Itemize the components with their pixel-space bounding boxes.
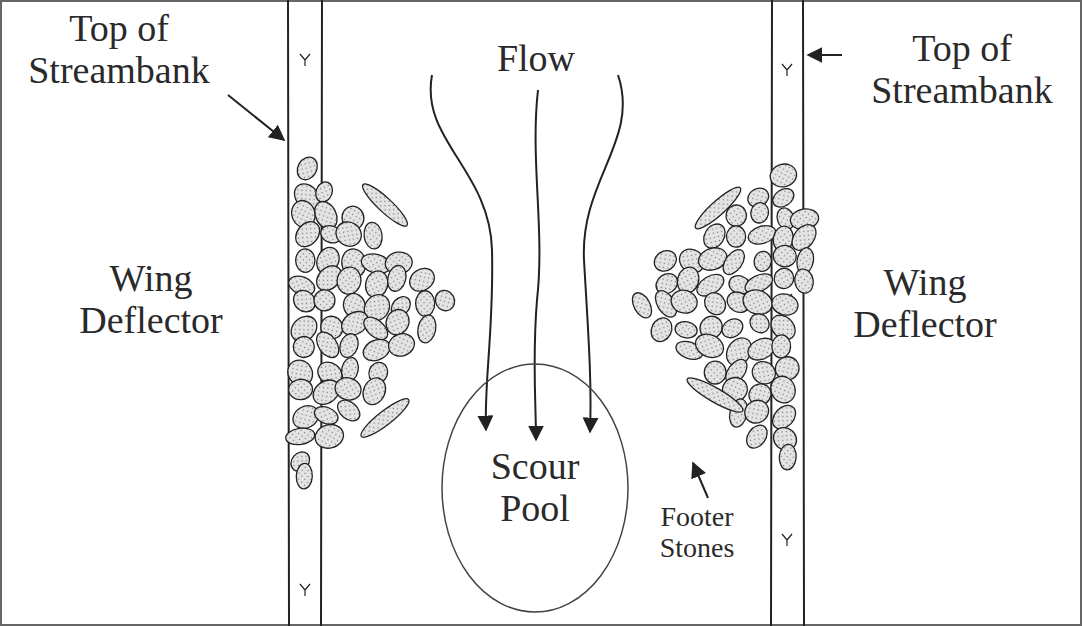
- grass-mark: [300, 584, 310, 596]
- grass-mark: [300, 54, 310, 66]
- stone: [313, 179, 335, 204]
- stone: [647, 314, 676, 345]
- stone: [360, 335, 394, 365]
- scour-pool-ellipse: [442, 364, 628, 612]
- deflector-label: Wing Deflector: [853, 261, 996, 345]
- bank-label: Top of Streambank: [28, 7, 210, 91]
- stone: [332, 375, 363, 403]
- deflector-label-box: Wing Deflector: [832, 262, 1018, 346]
- stone: [684, 373, 746, 417]
- stone: [719, 246, 749, 279]
- stone: [334, 396, 364, 425]
- stone: [357, 394, 413, 442]
- deflector-label-box: Wing Deflector: [58, 258, 244, 342]
- wing-deflector-stones: [283, 154, 821, 490]
- stone: [296, 249, 315, 273]
- stream-banks: [288, 0, 804, 626]
- stone: [313, 289, 336, 312]
- leader-lines: [228, 55, 842, 498]
- stone: [768, 161, 800, 190]
- pool-label: Scour Pool: [475, 446, 595, 530]
- stone: [385, 263, 409, 293]
- stone: [650, 246, 680, 275]
- stone: [769, 185, 797, 211]
- stone: [337, 331, 362, 360]
- flow-label-box: Flow: [476, 38, 596, 80]
- stone: [704, 361, 726, 384]
- stone: [772, 266, 796, 291]
- grass-mark: [782, 64, 792, 76]
- bank-label: Top of Streambank: [871, 27, 1053, 111]
- stone: [753, 250, 773, 273]
- grass-marks: [300, 54, 792, 596]
- stone: [285, 426, 316, 446]
- stone: [770, 291, 801, 318]
- stone: [362, 221, 383, 250]
- stone: [415, 313, 438, 344]
- stone: [772, 244, 797, 267]
- stone: [331, 217, 366, 251]
- grass-mark: [782, 534, 792, 546]
- stone: [767, 372, 799, 406]
- stone: [668, 287, 700, 316]
- stone: [742, 421, 771, 452]
- stone: [291, 334, 317, 360]
- stone: [288, 378, 313, 400]
- stone: [312, 328, 343, 362]
- stone: [293, 154, 321, 184]
- deflector-label: Wing Deflector: [79, 257, 222, 341]
- stone: [691, 183, 745, 234]
- footer-label-box: Footer Stones: [632, 502, 762, 564]
- stone: [746, 310, 773, 337]
- stone: [313, 421, 347, 451]
- stone: [771, 334, 791, 358]
- stone: [778, 444, 797, 471]
- stone: [335, 265, 362, 295]
- stone: [312, 403, 341, 427]
- stone: [628, 290, 655, 322]
- stone: [726, 226, 745, 247]
- stone: [296, 463, 313, 489]
- stone: [793, 268, 815, 295]
- footer-label: Footer Stones: [660, 501, 735, 563]
- bank-label-box: Top of Streambank: [846, 28, 1078, 112]
- stone: [692, 330, 728, 362]
- stone: [700, 289, 730, 319]
- bank-label-box: Top of Streambank: [4, 8, 234, 92]
- stone: [415, 291, 435, 317]
- stone: [382, 306, 413, 338]
- stone: [359, 374, 390, 408]
- stone: [432, 287, 458, 314]
- stone: [385, 330, 417, 359]
- stone: [740, 396, 773, 428]
- stone: [749, 201, 770, 225]
- node-text-holder: Scour Pool: [440, 362, 630, 614]
- scour-pool-outline: Scour Pool: [440, 362, 630, 614]
- stone: [674, 320, 699, 340]
- flow-lines: [431, 75, 623, 440]
- stone: [358, 179, 411, 230]
- stone: [291, 217, 325, 252]
- flow-label: Flow: [497, 37, 575, 79]
